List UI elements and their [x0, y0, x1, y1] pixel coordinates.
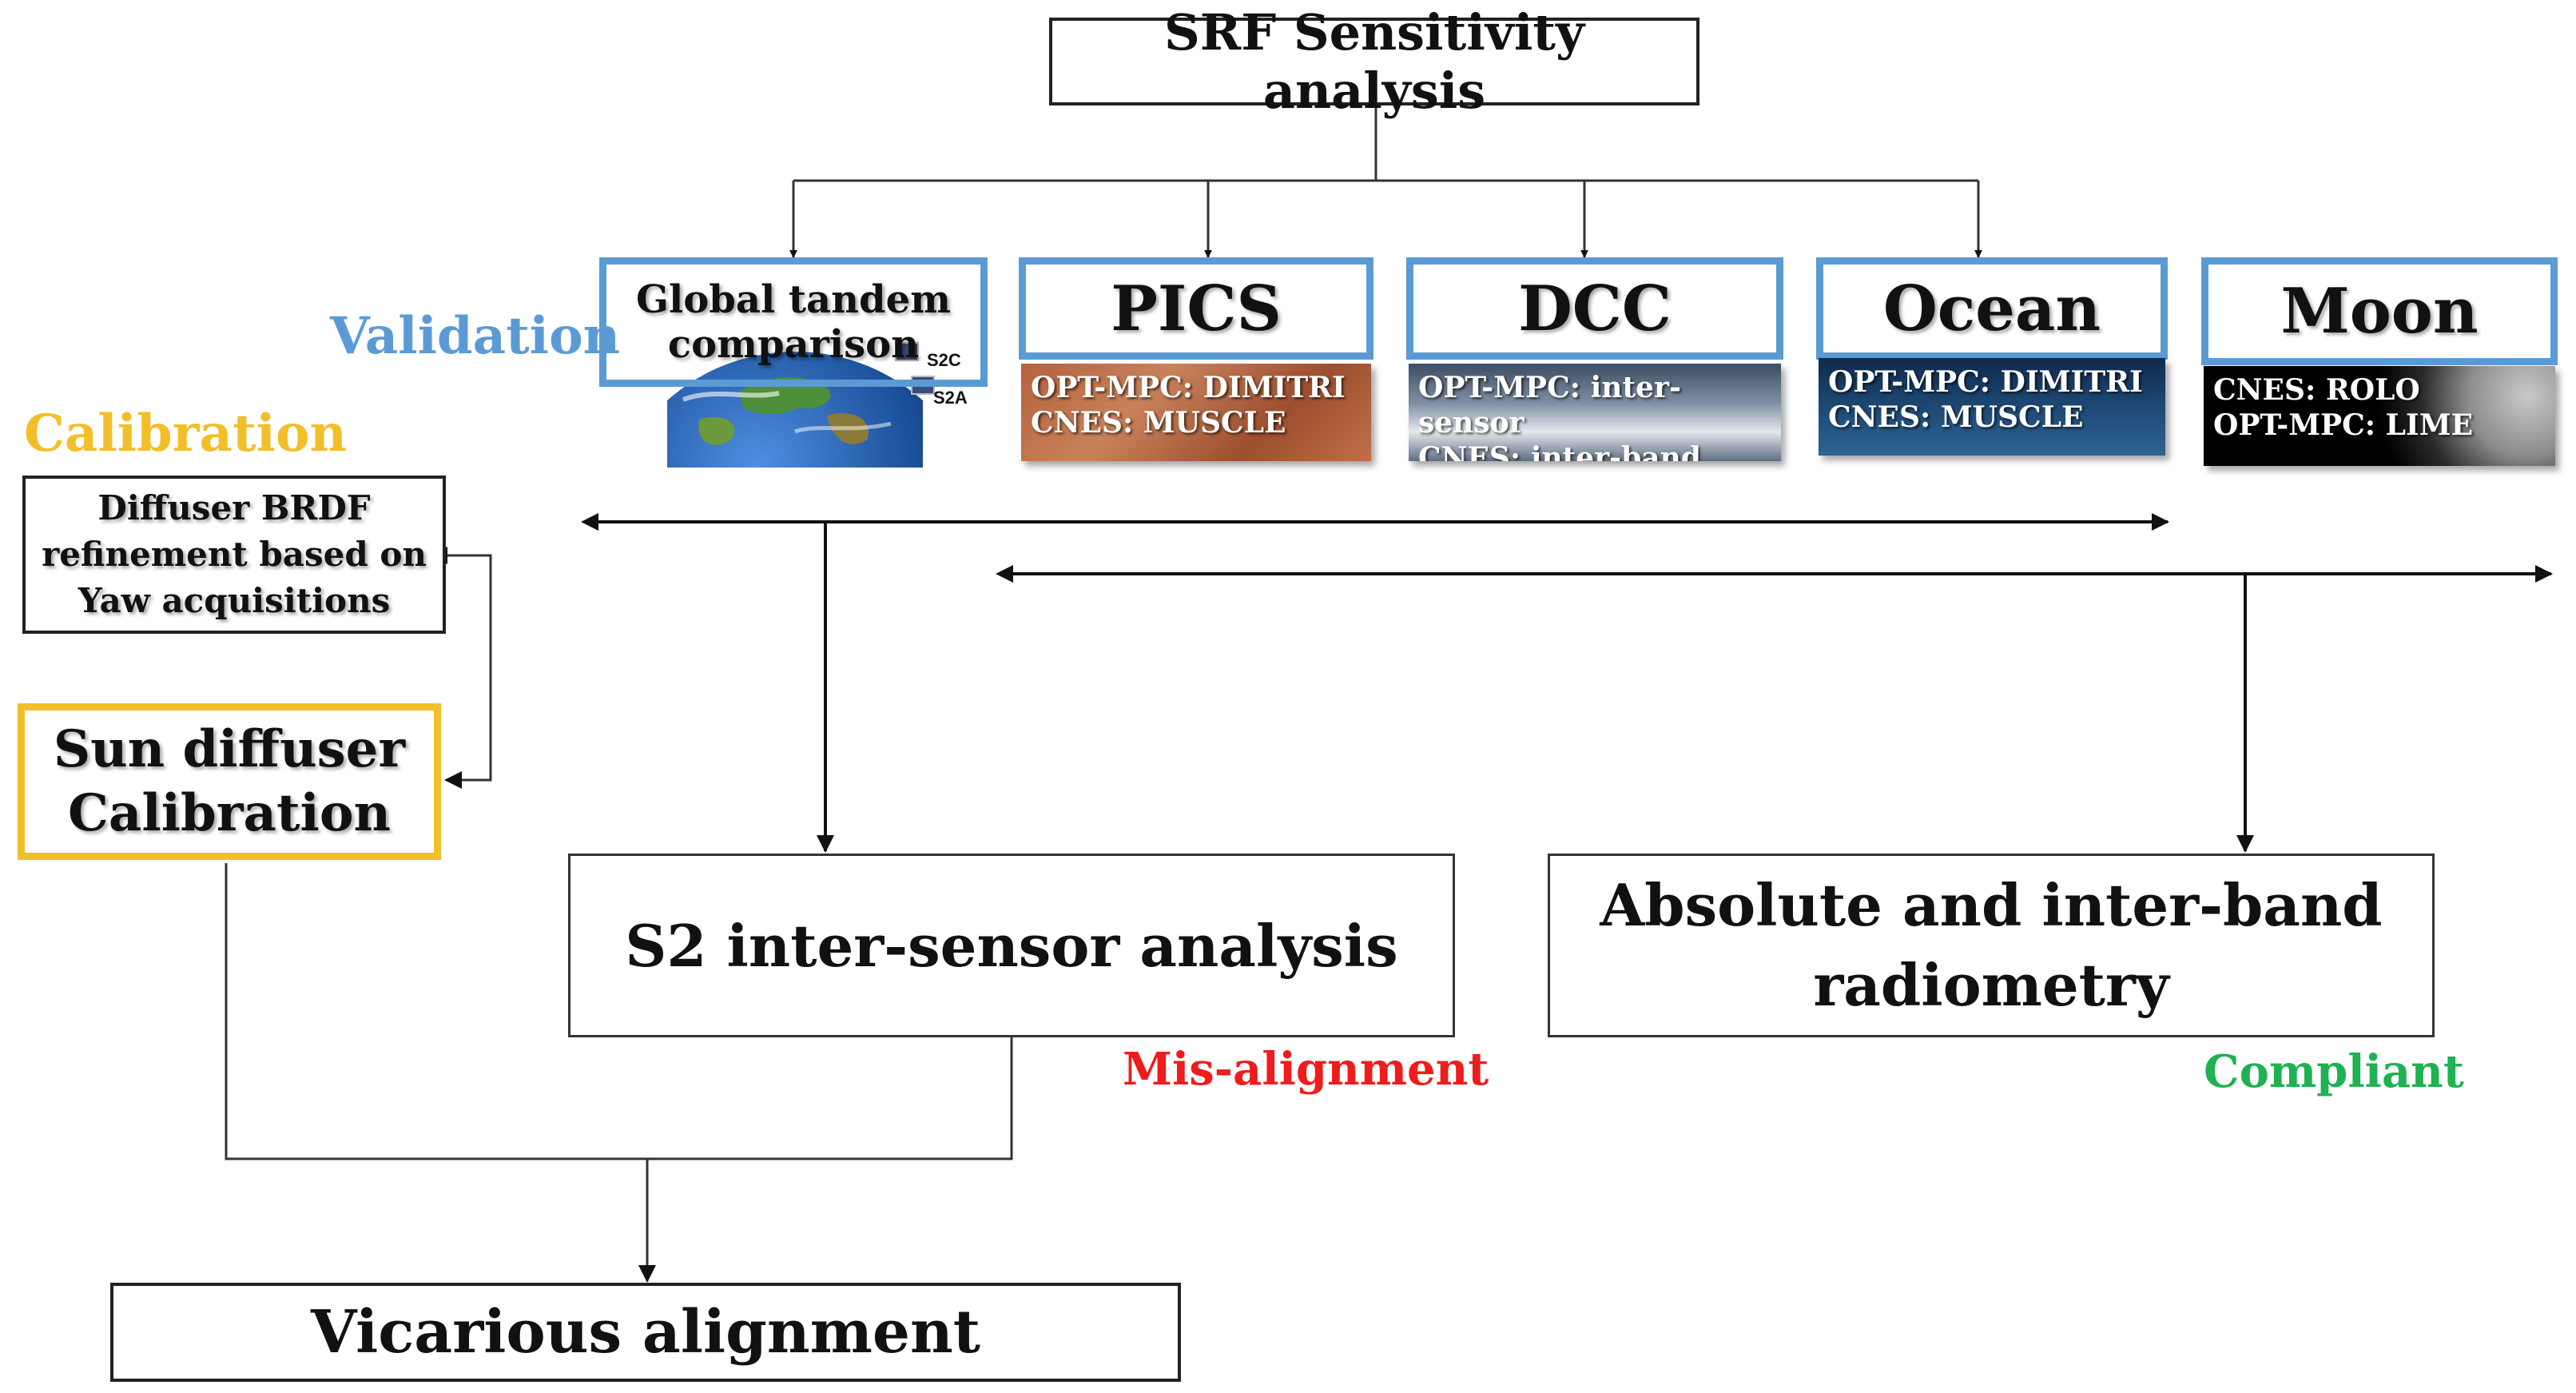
global-tandem-line2: comparison: [667, 322, 920, 367]
satellite-s2a-label: S2A: [933, 388, 968, 408]
brdf-line2: refinement based on: [42, 535, 427, 574]
dcc-image-panel: OPT-MPC: inter-sensor CNES: inter-band: [1409, 364, 1781, 461]
ocean-method-1: OPT-MPC: DIMITRI: [1828, 365, 2143, 399]
sun-diffuser-line1: Sun diffuser: [53, 719, 406, 779]
satellite-s2c-icon: [895, 342, 919, 361]
validation-label: Validation: [330, 306, 621, 366]
pics-title: PICS: [1111, 272, 1282, 345]
moon-title: Moon: [2280, 275, 2479, 348]
moon-method-2: OPT-MPC: LIME: [2213, 408, 2474, 442]
satellite-s2c-label: S2C: [927, 350, 961, 370]
dcc-method-1: OPT-MPC: inter-sensor: [1418, 371, 1681, 440]
absolute-line1: Absolute and inter-band: [1600, 871, 2383, 939]
sun-diffuser-line2: Calibration: [67, 783, 392, 843]
pics-box: PICS: [1019, 257, 1373, 360]
srf-sensitivity-analysis-box: SRF Sensitivity analysis: [1049, 3, 1699, 120]
calibration-label: Calibration: [24, 404, 348, 464]
compliant-status: Compliant: [2204, 1045, 2464, 1098]
moon-image-panel: CNES: ROLO OPT-MPC: LIME: [2204, 366, 2555, 466]
brdf-line3: Yaw acquisitions: [78, 581, 391, 620]
s2-inter-sensor-analysis-label: S2 inter-sensor analysis: [625, 911, 1398, 980]
absolute-inter-band-radiometry-box: Absolute and inter-band radiometry: [1548, 854, 2435, 1037]
vicarious-alignment-label: Vicarious alignment: [311, 1298, 980, 1367]
moon-box: Moon: [2201, 257, 2558, 365]
absolute-line2: radiometry: [1813, 951, 2169, 1019]
ocean-box: Ocean: [1816, 257, 2168, 360]
pics-method-2: CNES: MUSCLE: [1031, 406, 1286, 440]
dcc-box: DCC: [1406, 257, 1783, 360]
pics-image-panel: OPT-MPC: DIMITRI CNES: MUSCLE: [1021, 364, 1371, 461]
global-tandem-comparison-box: Global tandem comparison: [599, 257, 988, 387]
dcc-title: DCC: [1518, 272, 1672, 345]
pics-method-1: OPT-MPC: DIMITRI: [1031, 371, 1346, 404]
moon-method-1: CNES: ROLO: [2213, 373, 2420, 407]
srf-sensitivity-analysis-label: SRF Sensitivity analysis: [1163, 3, 1585, 120]
s2-inter-sensor-analysis-box: S2 inter-sensor analysis: [568, 854, 1455, 1037]
ocean-title: Ocean: [1882, 272, 2101, 345]
sun-diffuser-calibration-box: Sun diffuser Calibration: [18, 703, 441, 860]
ocean-method-2: CNES: MUSCLE: [1828, 400, 2084, 434]
dcc-method-2: CNES: inter-band: [1418, 441, 1701, 461]
global-tandem-line1: Global tandem: [636, 277, 951, 322]
diffuser-brdf-box: Diffuser BRDF refinement based on Yaw ac…: [22, 476, 446, 634]
ocean-image-panel: OPT-MPC: DIMITRI CNES: MUSCLE: [1819, 358, 2165, 456]
brdf-line1: Diffuser BRDF: [97, 488, 371, 527]
vicarious-alignment-box: Vicarious alignment: [110, 1283, 1181, 1382]
misalignment-status: Mis-alignment: [1123, 1043, 1489, 1096]
